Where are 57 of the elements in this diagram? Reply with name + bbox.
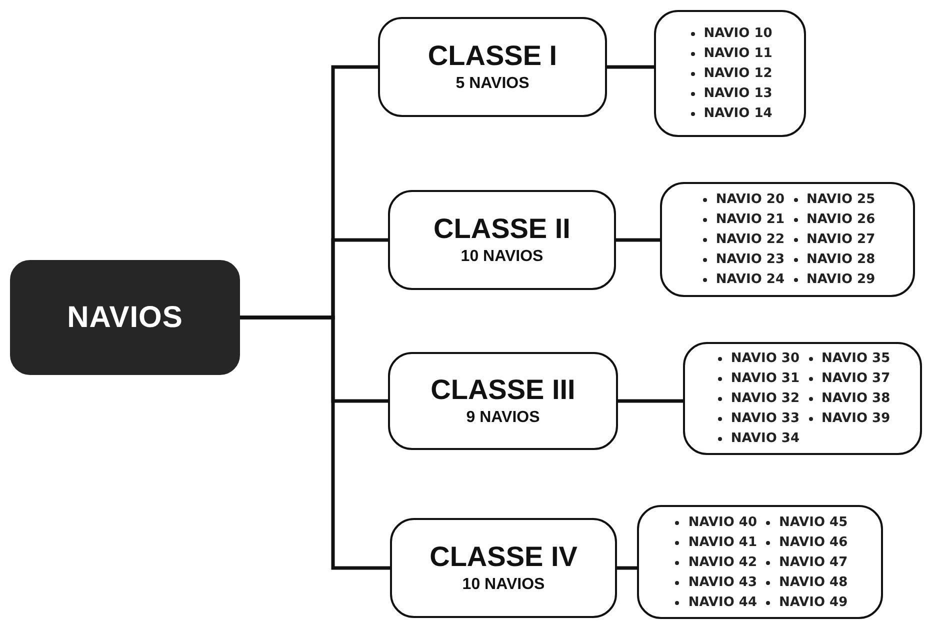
connector-line [616, 238, 660, 242]
ship-count: 5 NAVIOS [456, 75, 530, 94]
list-item: NAVIO 47 [763, 552, 848, 572]
list-box [654, 10, 806, 137]
class-box [390, 518, 617, 618]
ship-count: 10 NAVIOS [462, 576, 545, 594]
list-item: NAVIO 14 [688, 104, 772, 123]
list-item: NAVIO 13 [688, 84, 772, 103]
list-item: NAVIO 11 [688, 44, 772, 63]
list-item: NAVIO 26 [790, 210, 876, 229]
list-item: NAVIO 41 [672, 532, 757, 552]
class-title: CLASSE IV [430, 542, 578, 572]
list-item: NAVIO 46 [763, 532, 848, 552]
class-box [388, 190, 616, 290]
class-title: CLASSE III [430, 374, 576, 406]
connector-line [607, 65, 654, 69]
root-box [10, 260, 240, 375]
connector-line [618, 399, 683, 403]
list-item: NAVIO 27 [790, 230, 876, 249]
class-box [388, 352, 618, 450]
list-item: NAVIO 49 [763, 592, 848, 612]
list-item: NAVIO 28 [790, 250, 876, 269]
list-item: NAVIO 22 [700, 230, 784, 249]
class-box [378, 17, 607, 117]
list-item: NAVIO 39 [806, 409, 890, 428]
list-item: NAVIO 31 [714, 369, 800, 388]
list-item: NAVIO 44 [672, 592, 757, 612]
list-item: NAVIO 38 [806, 389, 890, 408]
list-item: NAVIO 23 [700, 250, 784, 269]
list-item: NAVIO 21 [700, 210, 784, 229]
list-item: NAVIO 30 [714, 349, 800, 368]
connector-line [617, 566, 637, 570]
list-item: NAVIO 29 [790, 270, 876, 289]
list-item: NAVIO 20 [700, 190, 784, 209]
connector-line [240, 316, 390, 570]
list-item: NAVIO 37 [806, 369, 890, 388]
list-item: NAVIO 12 [688, 64, 772, 83]
list-item: NAVIO 35 [806, 349, 890, 368]
list-item: NAVIO 24 [700, 270, 784, 289]
list-box [660, 182, 915, 297]
ship-count: 9 NAVIOS [466, 409, 540, 428]
list-box [683, 342, 922, 455]
list-item: NAVIO 10 [688, 24, 772, 43]
list-item: NAVIO 48 [763, 572, 848, 592]
ship-count: 10 NAVIOS [460, 248, 544, 266]
list-item: NAVIO 43 [672, 572, 757, 592]
list-item: NAVIO 42 [672, 552, 757, 572]
class-title: CLASSE II [434, 214, 570, 244]
root-label: NAVIOS [67, 300, 183, 334]
list-item: NAVIO 34 [714, 429, 800, 448]
list-item: NAVIO 40 [672, 512, 757, 532]
list-item: NAVIO 33 [714, 409, 800, 428]
class-title: CLASSE I [428, 40, 558, 72]
list-item: NAVIO 45 [763, 512, 848, 532]
list-item: NAVIO 25 [790, 190, 876, 209]
list-item: NAVIO 32 [714, 389, 800, 408]
list-box [637, 505, 883, 619]
